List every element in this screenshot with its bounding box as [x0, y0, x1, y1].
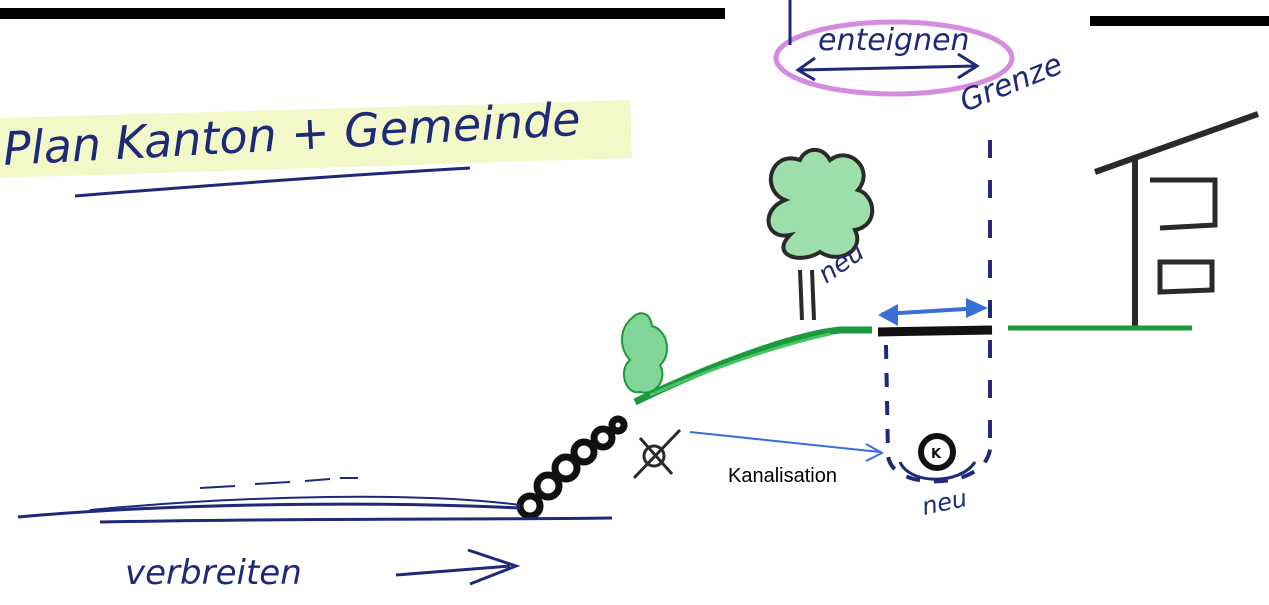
sewer-arrow-line	[689, 431, 881, 453]
green-slope	[633, 326, 872, 406]
house-roof	[1093, 111, 1260, 175]
enteignen-arrow-line	[799, 64, 976, 72]
top-bar-left	[0, 8, 725, 19]
enteignen-label: enteignen	[818, 23, 970, 58]
road-line-2	[89, 495, 521, 511]
widen-arrow-line	[395, 564, 511, 577]
new-pipe-icon	[918, 433, 956, 471]
road-line-3	[99, 516, 613, 524]
road-segment	[877, 325, 993, 337]
enteignen-arrow-right	[957, 52, 980, 80]
old-pipe-icon	[642, 444, 666, 468]
old-pipe-cross	[632, 428, 682, 480]
enteignen-circle	[773, 19, 1015, 97]
enteignen-arrow-left	[795, 56, 816, 82]
road-width-arrow-line	[881, 306, 983, 316]
road-width-arrow-left	[878, 304, 898, 326]
new-pipe-marker: K	[931, 447, 942, 462]
top-bar-right	[1090, 16, 1269, 26]
verbreiten-label: verbreiten	[125, 553, 302, 593]
pipe-new-label: neu	[919, 484, 969, 521]
road-line-1	[17, 502, 521, 519]
boulder-wall	[516, 415, 628, 520]
road-width-arrow-right	[966, 298, 988, 318]
sewer-label: Kanalisation	[726, 465, 839, 488]
sewer-arrow-head	[865, 443, 885, 462]
tree-crown	[766, 147, 875, 260]
widen-arrow-head	[467, 548, 521, 586]
house-window-upper	[1150, 177, 1218, 231]
trench-outline	[884, 344, 993, 484]
green-slope-shade	[649, 332, 831, 397]
title-underline	[74, 166, 471, 198]
title-highlight	[0, 100, 632, 178]
house-window-lower	[1157, 259, 1215, 295]
scribble-text	[199, 477, 358, 489]
trench-bottom	[898, 461, 977, 481]
tree-trunk	[798, 269, 816, 321]
bush	[621, 312, 668, 394]
